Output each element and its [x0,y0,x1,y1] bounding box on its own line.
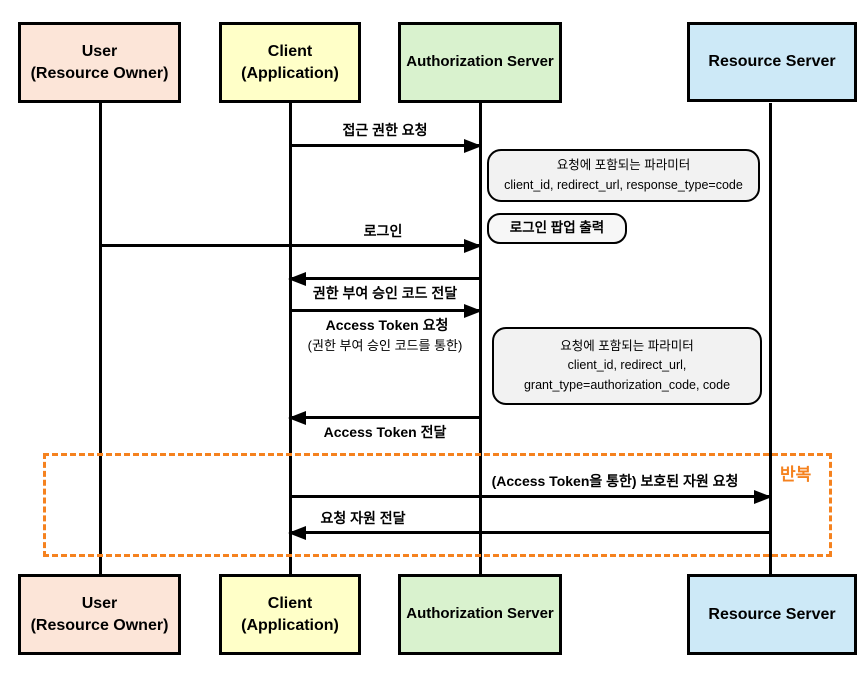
actor-resource-server-label: Resource Server [708,53,836,71]
note-token-request-params-line2: client_id, redirect_url, [567,358,687,373]
lifeline-client [288,103,292,574]
arrow-requested-resource-delivery [288,525,770,540]
actor-user-label-line1: User [81,594,118,612]
label-login: 로그인 [363,223,403,239]
lifeline-resource-server [768,103,772,574]
arrow-protected-resource-request [290,489,772,504]
actor-client-label-line2: (Application) [241,616,339,634]
arrow-login [100,238,482,253]
note-auth-request-params-title: 요청에 포함되는 파라미터 [556,158,691,173]
actor-resource-server-bottom: Resource Server [687,574,857,655]
actor-user-label-line2: (Resource Owner) [30,64,169,82]
arrow-access-token-request [290,303,482,318]
label-access-permission-request: 접근 권한 요청 [342,122,428,138]
note-auth-request-params-line2: client_id, redirect_url, response_type=c… [504,177,743,192]
arrowhead-right-icon [464,238,482,253]
actor-user-bottom: User (Resource Owner) [18,574,181,655]
label-auth-code-delivery: 권한 부여 승인 코드 전달 [312,285,458,301]
arrowhead-right-icon [754,489,772,504]
actor-auth-server-label: Authorization Server [406,53,554,71]
actor-auth-server-label: Authorization Server [406,605,554,623]
actor-client-label-line1: Client [267,42,313,60]
note-token-request-params-title: 요청에 포함되는 파라미터 [560,338,694,353]
arrowhead-right-icon [464,303,482,318]
arrow-access-token-delivery [288,410,480,425]
arrow-access-permission-request [290,138,482,153]
actor-auth-server-top: Authorization Server [398,22,562,103]
note-auth-request-params: 요청에 포함되는 파라미터 client_id, redirect_url, r… [487,149,760,202]
actor-user-top: User (Resource Owner) [18,22,181,103]
actor-user-label-line2: (Resource Owner) [30,616,169,634]
arrow-auth-code-delivery [288,271,480,286]
actor-client-label-line1: Client [267,594,313,612]
repeat-loop-box [43,453,832,557]
actor-user-label-line1: User [81,42,118,60]
note-login-popup-text: 로그인 팝업 출력 [509,220,605,236]
actor-resource-server-top: Resource Server [687,22,857,102]
lifeline-auth-server [478,103,482,574]
note-token-request-params: 요청에 포함되는 파라미터 client_id, redirect_url, g… [492,327,762,405]
note-token-request-params-line3: grant_type=authorization_code, code [523,377,731,392]
arrowhead-left-icon [288,525,306,540]
label-protected-resource-request: (Access Token을 통한) 보호된 자원 요청 [491,473,739,489]
arrowhead-right-icon [464,138,482,153]
label-requested-resource-delivery: 요청 자원 전달 [320,510,406,526]
actor-client-bottom: Client (Application) [219,574,361,655]
label-access-token-request: Access Token 요청 [325,317,449,333]
actor-auth-server-bottom: Authorization Server [398,574,562,655]
actor-client-label-line2: (Application) [241,64,339,82]
repeat-loop-label: 반복 [780,465,812,484]
arrowhead-left-icon [288,271,306,286]
note-login-popup: 로그인 팝업 출력 [487,213,627,244]
label-access-token-delivery: Access Token 전달 [323,424,447,440]
lifeline-user [98,103,102,574]
actor-resource-server-label: Resource Server [708,605,836,623]
arrowhead-left-icon [288,410,306,425]
actor-client-top: Client (Application) [219,22,361,103]
sublabel-access-token-request: (권한 부여 승인 코드를 통한) [307,338,463,353]
